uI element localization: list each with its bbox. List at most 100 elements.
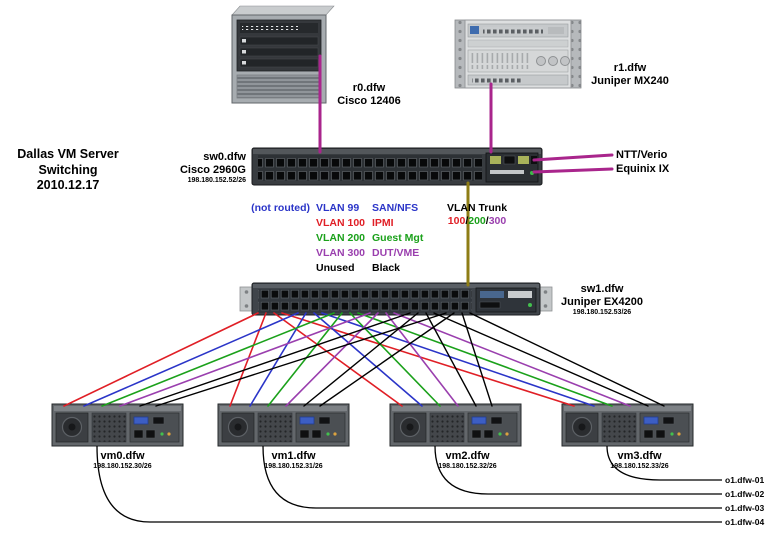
trunk-vlan-200: 200 xyxy=(468,214,486,227)
server-vm1-label: vm1.dfw 198.180.152.31/26 xyxy=(228,450,359,472)
link-vm2-o1 xyxy=(434,445,722,495)
vlan300-links xyxy=(119,312,631,407)
vm-nic-port xyxy=(655,429,666,439)
switch-sw0-label: sw0.dfw Cisco 2960G 198.180.152.52/26 xyxy=(146,151,246,186)
vlan99-links xyxy=(83,312,595,407)
legend-not-routed: (not routed) xyxy=(251,201,310,214)
vlan-trunk-vlans: 100/200/300 xyxy=(447,214,507,227)
legend-vlan99: VLAN 99 xyxy=(316,201,360,214)
sw0-uplink-port xyxy=(518,156,529,164)
r1-left-rail xyxy=(454,19,466,89)
legend-row-vlan100: VLAN 100 IPMI xyxy=(248,215,423,230)
switch-sw1-name: sw1.dfw xyxy=(580,283,624,295)
vm-vents xyxy=(601,412,637,443)
unused-links xyxy=(139,312,665,407)
trunk-vlan-100: 100 xyxy=(447,214,466,227)
external-link-label-3: o1.dfw-04 xyxy=(725,517,765,527)
external-link-label-0: o1.dfw-01 xyxy=(725,475,765,485)
legend-vlan99-use: SAN/NFS xyxy=(372,201,419,214)
vm-nic-port xyxy=(145,429,156,439)
sw1-mgmt-port xyxy=(479,301,501,309)
external-link-label-1: o1.dfw-02 xyxy=(725,489,765,499)
vm-nic-port xyxy=(299,429,310,439)
server-vm2-name: vm2.dfw xyxy=(445,450,490,462)
vlan-trunk-title: VLAN Trunk xyxy=(446,202,508,214)
server-vm2-image xyxy=(389,403,522,447)
server-vm3-name: vm3.dfw xyxy=(617,450,662,462)
server-vm3-image xyxy=(561,403,694,447)
server-vm1-image xyxy=(217,403,350,447)
legend-vlan200-use: Guest Mgt xyxy=(372,231,424,244)
r0-port-dots xyxy=(242,26,298,30)
router-r0-label: r0.dfw Cisco 12406 xyxy=(330,82,408,108)
external-links xyxy=(96,445,722,523)
title-line-1: Dallas VM Server xyxy=(17,147,119,161)
server-vm1-ip: 198.180.152.31/26 xyxy=(264,463,323,471)
r1-right-rail xyxy=(570,19,582,89)
switch-sw0-ip: 198.180.152.52/26 xyxy=(187,177,246,185)
legend-vlan200: VLAN 200 xyxy=(316,231,366,244)
sw1-badge xyxy=(480,291,504,298)
vlan-trunk-label: VLAN Trunk 100/200/300 xyxy=(440,202,514,227)
server-vm3-label: vm3.dfw 198.180.152.33/26 xyxy=(574,450,705,472)
legend-unused-use: Black xyxy=(372,261,401,274)
link-vm0-o1 xyxy=(96,445,722,523)
vm-vents xyxy=(429,412,465,443)
server-vm1-name: vm1.dfw xyxy=(271,450,316,462)
link-vm3-o1 xyxy=(606,445,722,481)
legend-row-vlan300: VLAN 300 DUT/VME xyxy=(248,245,423,260)
trunk-vlan-300: 300 xyxy=(488,214,507,227)
server-vm3-ip: 198.180.152.33/26 xyxy=(610,463,669,471)
r1-fan xyxy=(548,56,558,66)
server-vm0-label: vm0.dfw 198.180.152.30/26 xyxy=(57,450,188,472)
vm-vga-port xyxy=(643,416,659,425)
switch-sw1-image xyxy=(239,282,553,316)
link-vm1-o1 xyxy=(262,445,722,509)
router-r0-name: r0.dfw xyxy=(352,82,386,94)
sw1-port-field xyxy=(258,289,472,313)
legend-row-vlan99: (not routed) VLAN 99 SAN/NFS xyxy=(248,200,423,215)
link-sw0-ntt xyxy=(532,153,614,162)
legend-vlan100-use: IPMI xyxy=(372,216,394,229)
switch-sw0-image xyxy=(251,147,543,186)
r1-fan xyxy=(560,56,570,66)
server-vm2-ip: 198.180.152.32/26 xyxy=(438,463,497,471)
switch-sw1-ip: 198.180.152.53/26 xyxy=(572,309,632,317)
vm-vents xyxy=(91,412,127,443)
server-vm0-image xyxy=(51,403,184,447)
router-r1-model: Juniper MX240 xyxy=(591,75,669,88)
server-vm2-label: vm2.dfw 198.180.152.32/26 xyxy=(402,450,533,472)
r1-badge xyxy=(470,26,479,34)
vm-nic-port xyxy=(133,429,144,439)
uplink-ntt-label: NTT/Verio xyxy=(616,149,668,161)
router-r0-model: Cisco 12406 xyxy=(337,95,401,108)
legend-vlan300-use: DUT/VME xyxy=(372,246,420,259)
switch-sw0-model: Cisco 2960G xyxy=(179,164,246,177)
sw0-uplink-port xyxy=(503,155,516,165)
link-sw0-equinix xyxy=(532,167,614,174)
vlan-legend: (not routed) VLAN 99 SAN/NFS VLAN 100 IP… xyxy=(248,200,423,275)
uplink-equinix-label: Equinix IX xyxy=(616,163,670,175)
router-r1-name: r1.dfw xyxy=(613,62,647,74)
title-line-3: 2010.12.17 xyxy=(36,178,100,193)
title-line-2: Switching xyxy=(38,162,98,177)
vm-vga-port xyxy=(133,416,149,425)
vm-nic-port xyxy=(643,429,654,439)
vm-nic-port xyxy=(311,429,322,439)
server-vm0-ip: 198.180.152.30/26 xyxy=(93,463,152,471)
sw0-uplink-port xyxy=(490,156,501,164)
vm-vga-port xyxy=(471,416,487,425)
vm-vga-port xyxy=(299,416,315,425)
switch-sw1-model: Juniper EX4200 xyxy=(561,296,643,309)
legend-row-unused: Unused Black xyxy=(248,260,423,275)
r1-fan xyxy=(536,56,546,66)
vm-nic-port xyxy=(471,429,482,439)
legend-vlan300: VLAN 300 xyxy=(316,246,366,259)
sw1-status-led xyxy=(528,303,532,307)
legend-row-vlan200: VLAN 200 Guest Mgt xyxy=(248,230,423,245)
legend-vlan100: VLAN 100 xyxy=(316,216,366,229)
vm-nic-port xyxy=(483,429,494,439)
router-r1-label: r1.dfw Juniper MX240 xyxy=(582,62,678,88)
r0-grille xyxy=(236,74,322,99)
